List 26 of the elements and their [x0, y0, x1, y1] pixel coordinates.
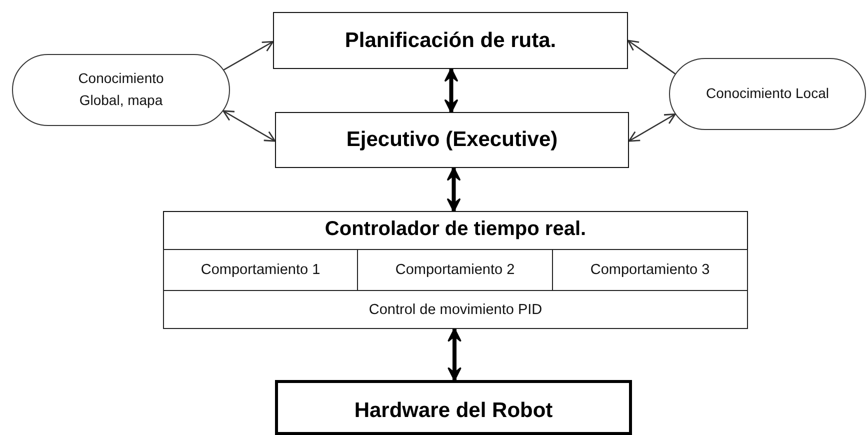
- box-label: Conocimiento Local: [706, 84, 829, 104]
- arrow: [628, 113, 676, 142]
- arrow: [448, 328, 462, 381]
- arrow: [447, 167, 460, 212]
- cell-text: Control de movimiento PID: [368, 302, 542, 318]
- arrow: [444, 68, 458, 113]
- table-cell: [163, 249, 358, 291]
- table-cell: [163, 290, 748, 329]
- box-title: Hardware del Robot: [354, 399, 553, 423]
- process-box: [163, 211, 748, 329]
- arrow: [222, 110, 276, 142]
- process-box: [275, 380, 632, 435]
- box-title: Planificación de ruta.: [344, 28, 556, 52]
- cell-text: Comportamiento 1: [200, 262, 320, 278]
- process-box: [273, 12, 628, 69]
- cell-text: Comportamiento 2: [395, 262, 515, 278]
- box-title: Controlador de tiempo real.: [324, 218, 586, 241]
- table-cell: [552, 249, 748, 291]
- process-box: [275, 112, 629, 168]
- arrow: [224, 40, 274, 70]
- rounded-box: [12, 54, 230, 126]
- box-title: Ejecutivo (Executive): [346, 128, 558, 152]
- cell-text: Comportamiento 3: [590, 262, 710, 278]
- rounded-box: [669, 58, 866, 130]
- box-label: Conocimiento Global, mapa: [77, 69, 165, 110]
- arrow: [627, 40, 676, 74]
